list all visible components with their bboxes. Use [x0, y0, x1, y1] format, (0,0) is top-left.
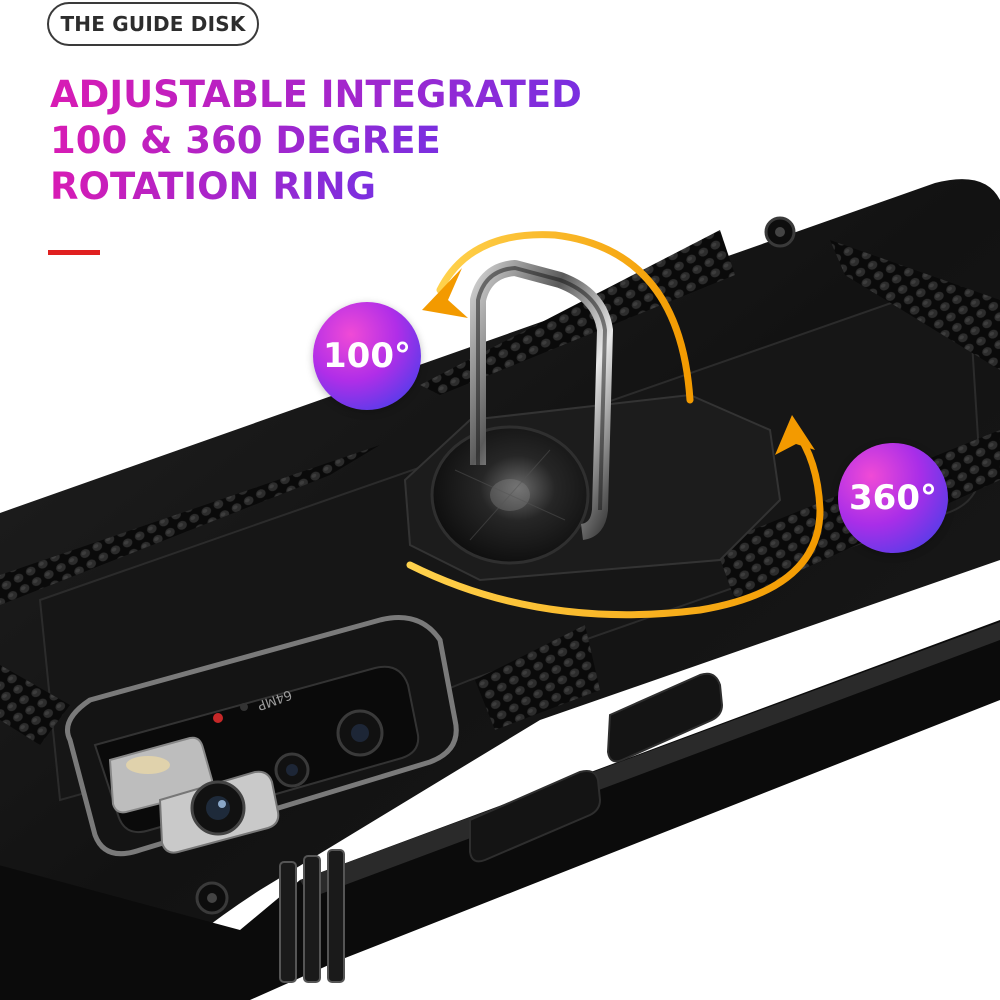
accent-bar: [48, 250, 100, 255]
spin-angle-label: 360°: [849, 478, 937, 518]
tilt-arrow: [436, 231, 694, 404]
bottom-vents: [279, 849, 345, 983]
headline-line-2: 100 & 360 DEGREE: [50, 119, 441, 162]
tilt-angle-label: 100°: [323, 336, 411, 376]
corner-screw-top: [764, 216, 796, 248]
guide-disk-badge: THE GUIDE DISK: [47, 2, 259, 46]
grip-strip-left: [0, 445, 380, 605]
headline-line-1: ADJUSTABLE INTEGRATED: [50, 73, 582, 116]
tilt-angle-badge: 100°: [313, 302, 421, 410]
grip-strip-middle: [475, 625, 600, 730]
spin-angle-badge: 360°: [838, 443, 948, 553]
spin-arrow: [406, 426, 824, 619]
volume-button: [469, 770, 602, 863]
spin-arrowhead: [775, 415, 815, 455]
headline: ADJUSTABLE INTEGRATED 100 & 360 DEGREE R…: [50, 72, 582, 210]
camera-module: [65, 615, 459, 857]
grip-strip-top-right: [830, 240, 1000, 370]
headline-line-3: ROTATION RING: [50, 165, 376, 208]
power-button: [606, 672, 724, 763]
grip-strip-left-lower: [0, 665, 70, 745]
tilt-arrowhead: [422, 268, 468, 318]
grip-strip-top: [420, 230, 735, 395]
corner-screw-bottom: [195, 881, 229, 915]
